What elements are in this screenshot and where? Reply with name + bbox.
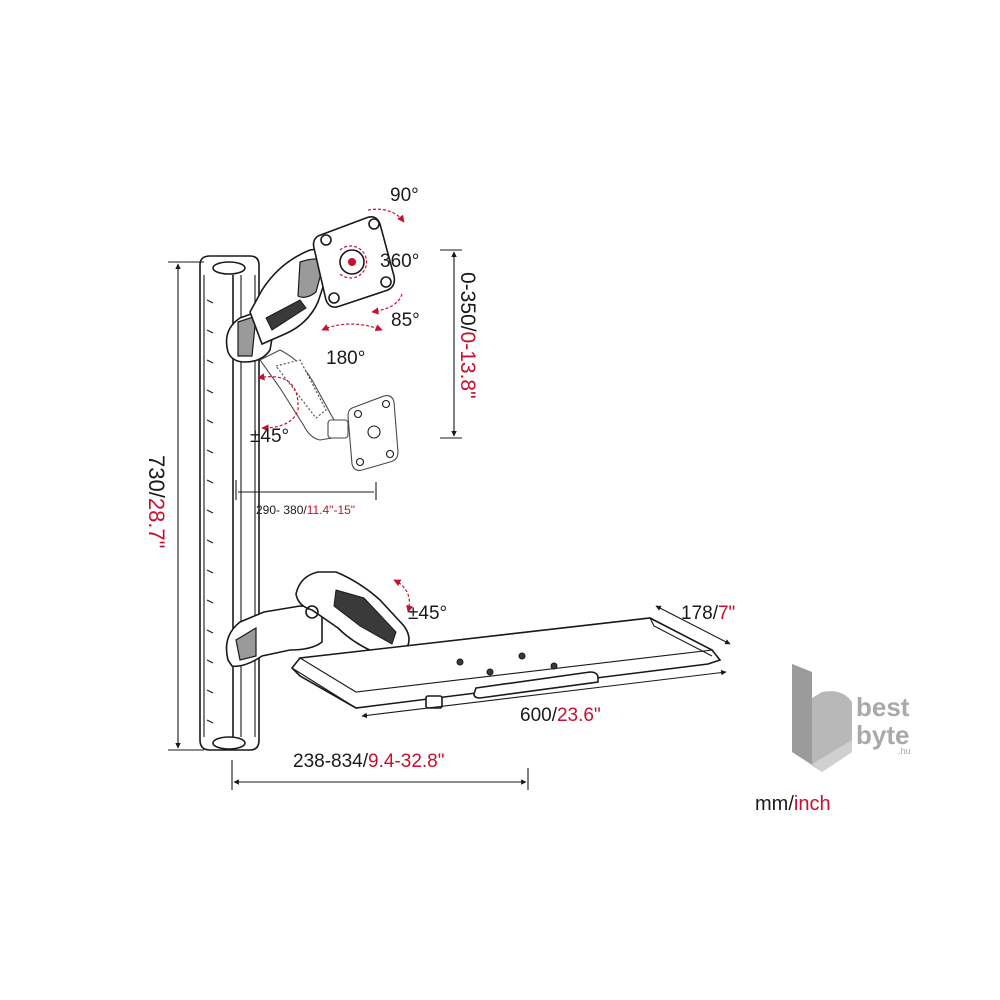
label-tray-width-mm: 600/: [520, 705, 558, 726]
label-keyboard-reach-mm: 238-834/: [293, 751, 369, 772]
label-keyboard-swivel: ±45°: [408, 603, 447, 624]
dim-tray-width: [361, 669, 727, 719]
label-total-height-inch: 28.7": [144, 498, 169, 549]
label-monitor-reach-inch: 11.4"-15": [307, 503, 355, 517]
label-swivel-180: 180°: [326, 348, 365, 369]
tilt-arc-85: [371, 293, 403, 315]
label-monitor-height-mm: 0-350/: [456, 272, 479, 332]
monitor-arm-lowered: [259, 349, 399, 471]
dim-tray-depth: [655, 605, 731, 645]
label-monitor-height: 0-350/0-13.8": [456, 272, 479, 399]
label-tray-depth: 178/7": [681, 603, 735, 624]
label-tilt-85: 85°: [391, 310, 420, 331]
label-monitor-reach: 290- 380/11.4"-15": [256, 503, 355, 517]
label-tray-width-inch: 23.6": [557, 705, 601, 726]
units-mm: mm/: [755, 793, 794, 815]
rail-slot-marks: [206, 299, 214, 724]
swivel-arc-180: [321, 323, 383, 332]
label-tray-depth-mm: 178/: [681, 603, 719, 624]
logo-text-byte: byte: [856, 720, 909, 750]
label-total-height: 730/28.7": [144, 455, 169, 548]
label-tray-depth-inch: 7": [718, 603, 735, 624]
dim-monitor-reach: [235, 480, 377, 500]
dim-total-height: [168, 261, 204, 751]
tilt-arc-90: [367, 208, 405, 223]
label-monitor-reach-mm: 290- 380/: [256, 503, 307, 517]
units-legend: mm/inch: [755, 793, 831, 815]
keyboard-arm: [225, 571, 410, 668]
units-inch: inch: [794, 793, 831, 815]
dim-keyboard-reach: [231, 760, 529, 790]
label-total-height-mm: 730/: [144, 455, 169, 499]
bestbyte-logo: best byte .hu: [792, 664, 911, 772]
arm-swivel-arc: [257, 373, 299, 432]
label-keyboard-reach: 238-834/9.4-32.8": [293, 751, 444, 772]
label-tray-width: 600/23.6": [520, 705, 601, 726]
vesa-plate-top: [312, 216, 396, 308]
label-tilt-90: 90°: [390, 185, 419, 206]
logo-text-best: best: [856, 692, 910, 722]
dim-monitor-height: [440, 249, 462, 439]
label-keyboard-reach-inch: 9.4-32.8": [368, 751, 444, 772]
label-arm-swivel: ±45°: [250, 426, 289, 447]
label-rotation-360: 360°: [380, 251, 419, 272]
logo-text-hu: .hu: [898, 746, 911, 756]
label-monitor-height-inch: 0-13.8": [456, 332, 479, 399]
